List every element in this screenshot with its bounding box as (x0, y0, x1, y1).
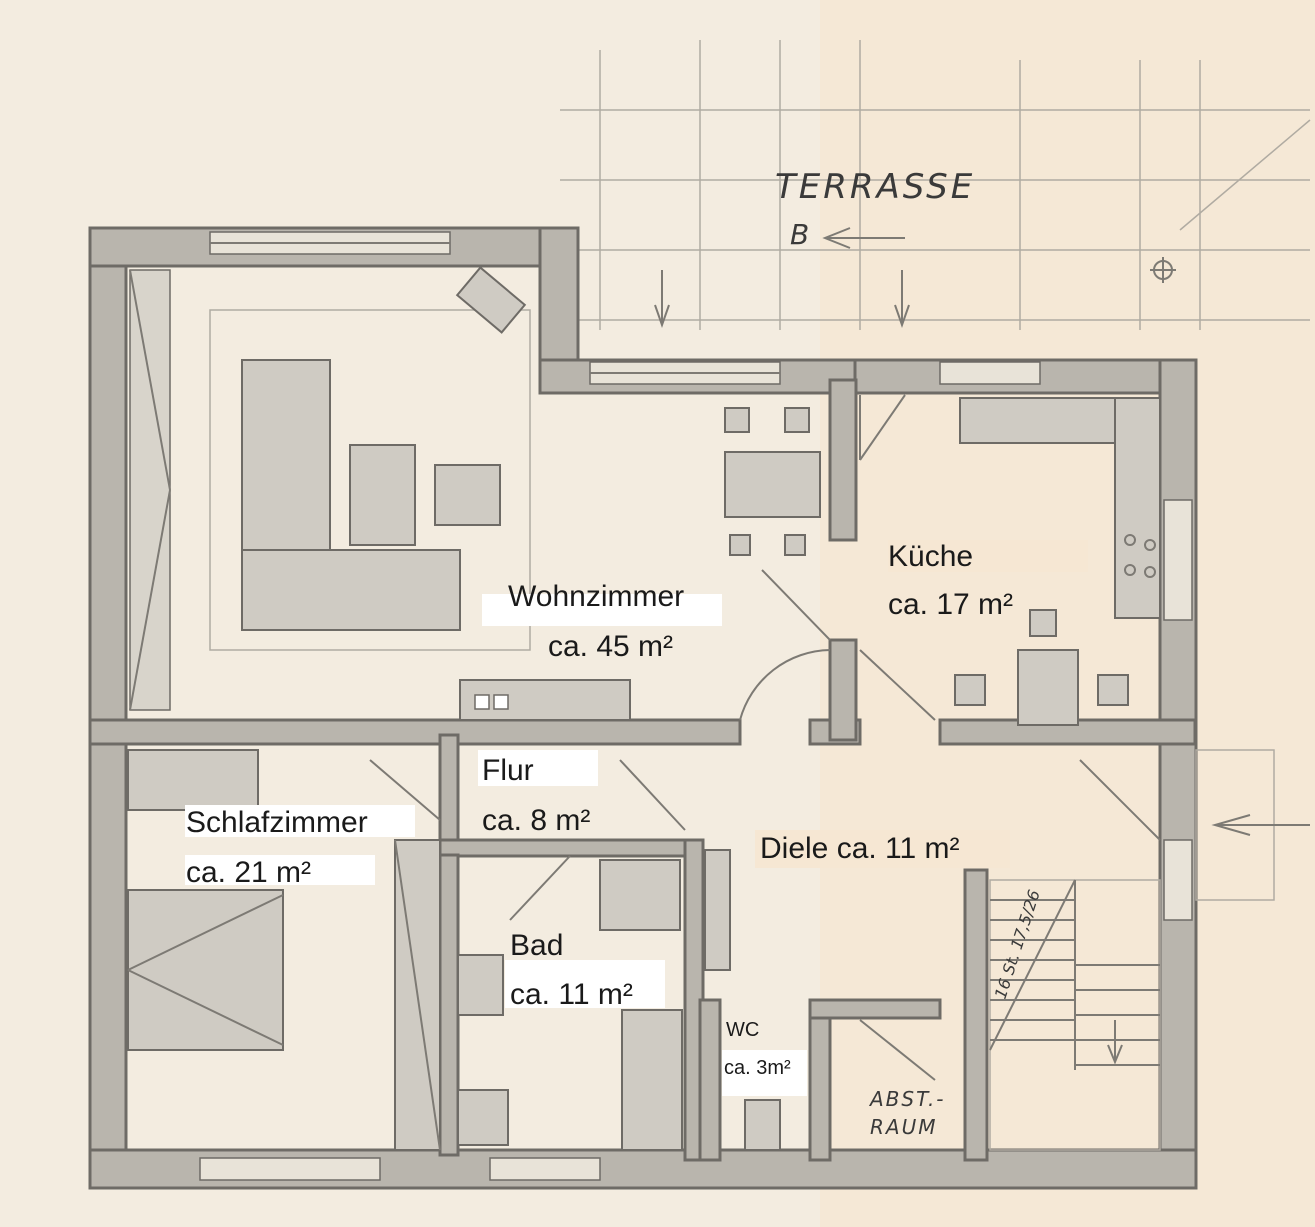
label-patch-wc (722, 1050, 807, 1096)
view-arrow-right-icon (894, 270, 910, 329)
label-patch-kueche (888, 540, 1088, 572)
room-label-abstellraum-2: RAUM (870, 1115, 937, 1139)
section-arrow-icon (822, 227, 905, 249)
view-arrow-left-icon (654, 270, 670, 329)
room-area-kueche: ca. 17 m² (888, 588, 1013, 621)
living-room-furniture (209, 266, 821, 721)
room-label-kueche: Küche (888, 540, 973, 573)
room-label-bad: Bad (510, 929, 563, 962)
room-label-diele: Diele ca. 11 m² (760, 832, 960, 865)
bathroom-furniture (457, 849, 781, 1151)
label-patch-diele (755, 830, 1010, 868)
label-patch-schlafzimmer-2 (185, 855, 375, 885)
room-label-abstellraum-1: ABST.- (868, 1087, 946, 1111)
section-mark: B (790, 218, 809, 251)
bedroom-furniture (127, 749, 441, 1151)
paper-stain (820, 0, 1315, 1227)
interior-walls (88, 378, 1197, 1162)
door-swings (369, 394, 1161, 1081)
label-patch-wohnzimmer (482, 594, 722, 626)
terrace-grid (560, 40, 1311, 330)
room-area-wohnzimmer: ca. 45 m² (548, 630, 673, 663)
label-patch-schlafzimmer (185, 805, 415, 837)
room-area-schlafzimmer: ca. 21 m² (186, 856, 311, 889)
staircase (989, 879, 1161, 1151)
room-label-flur: Flur (482, 754, 534, 787)
windows (129, 231, 1193, 1181)
label-patch-flur (478, 750, 598, 786)
room-label-schlafzimmer: Schlafzimmer (186, 806, 368, 839)
room-area-bad: ca. 11 m² (510, 978, 633, 1011)
kitchen-furniture (954, 397, 1161, 726)
terrace-label: TERRASSE (775, 167, 975, 207)
room-label-wohnzimmer: Wohnzimmer (508, 580, 684, 613)
east-annex (1195, 749, 1310, 901)
room-area-flur: ca. 8 m² (482, 804, 590, 837)
label-patch-bad (505, 960, 665, 1008)
room-area-wc: ca. 3m² (724, 1057, 791, 1079)
room-label-wc: WC (726, 1019, 759, 1041)
